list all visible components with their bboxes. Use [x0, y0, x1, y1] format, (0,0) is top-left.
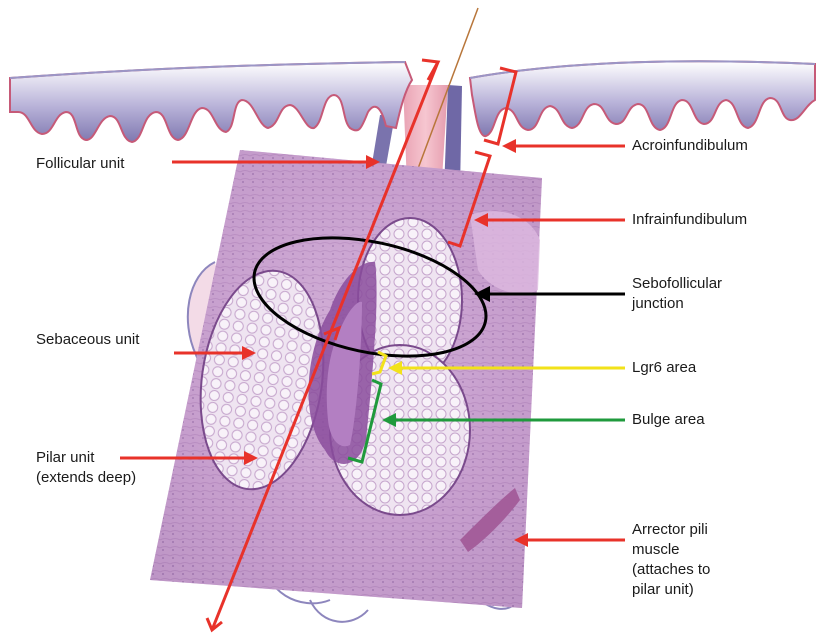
label-bulge-area: Bulge area: [632, 410, 705, 430]
label-line: Arrector pili: [632, 520, 710, 540]
label-sebaceous-unit: Sebaceous unit: [36, 330, 139, 350]
label-line: (attaches to: [632, 560, 710, 580]
label-line: (extends deep): [36, 468, 136, 488]
epidermis-right: [470, 61, 815, 136]
label-follicular-unit: Follicular unit: [36, 154, 124, 174]
epidermis-left: [10, 62, 412, 142]
label-pilar-unit: Pilar unit (extends deep): [36, 448, 136, 488]
label-lgr6-area: Lgr6 area: [632, 358, 696, 378]
label-line: Sebofollicular: [632, 274, 722, 294]
label-acroinfundibulum: Acroinfundibulum: [632, 136, 748, 156]
label-sebofollicular-junction: Sebofollicular junction: [632, 274, 722, 314]
label-line: pilar unit): [632, 580, 710, 600]
label-line: muscle: [632, 540, 710, 560]
label-line: junction: [632, 294, 722, 314]
label-line: Pilar unit: [36, 448, 136, 468]
label-infrainfundibulum: Infrainfundibulum: [632, 210, 747, 230]
label-arrector-pili-muscle: Arrector pili muscle (attaches to pilar …: [632, 520, 710, 600]
